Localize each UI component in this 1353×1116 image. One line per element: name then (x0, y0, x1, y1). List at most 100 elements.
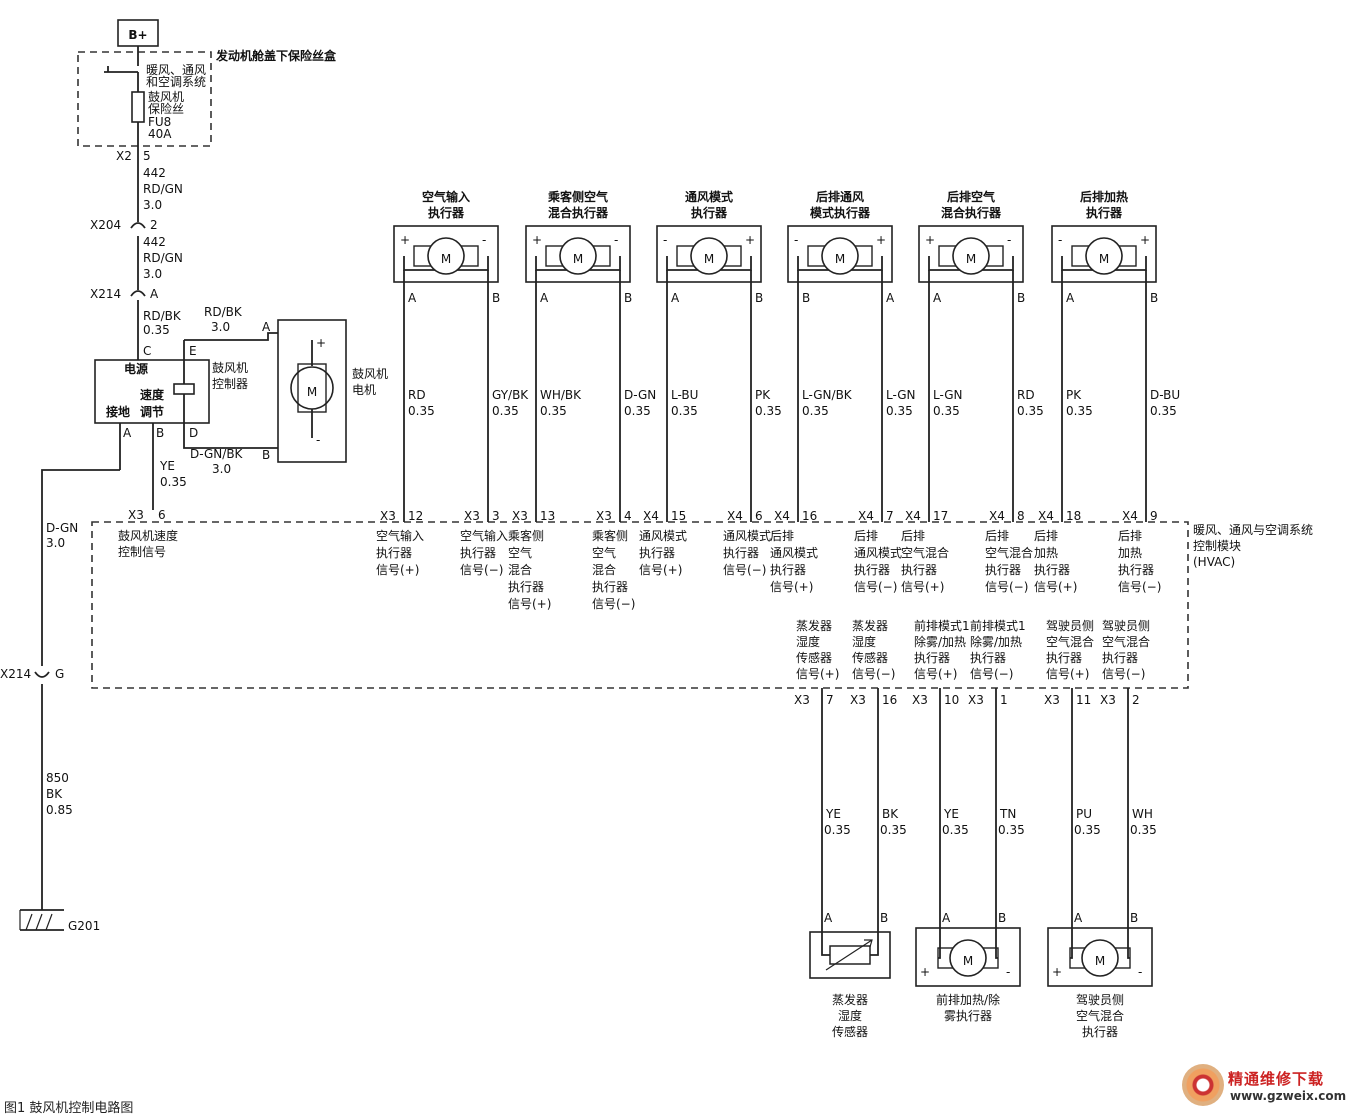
wire-color: PK (1066, 388, 1082, 402)
signal-label: 信号(−) (592, 597, 635, 611)
wire-color: L-BU (671, 388, 698, 402)
blower-motor-plus: + (316, 336, 326, 350)
signal-label: 除雾/加热 (970, 634, 1022, 649)
ground-path: D-GN 3.0 X214 G 850 BK 0.85 G201 (0, 469, 120, 933)
wire-conn: X4 (774, 509, 790, 523)
signal-label: 蒸发器 (852, 618, 888, 633)
wire-color: WH/BK (540, 388, 582, 402)
blower-motor: M + - A B 鼓风机 电机 D-GN/BK 3.0 (190, 319, 388, 476)
signal-label: 信号(+) (376, 563, 419, 577)
feed-wire: X2 5 442 RD/GN 3.0 X204 2 442 RD/GN 3.0 … (90, 146, 243, 360)
wire-pin: 9 (1150, 509, 1158, 523)
wire-size: 0.35 (1017, 404, 1044, 418)
signal-label: 执行器 (985, 563, 1021, 577)
signal-label: 执行器 (1034, 563, 1070, 577)
ground-id: G201 (68, 919, 100, 933)
signal-label: 后排 (854, 529, 878, 543)
wire-pin: 12 (408, 509, 423, 523)
fuse-sys-line1: 暖风、通风 (146, 63, 206, 77)
fuse-box: 发动机舱盖下保险丝盒 暖风、通风 和空调系统 鼓风机 保险丝 FU8 40A (77, 46, 337, 147)
ground-wire-color: D-GN (46, 521, 78, 535)
signal-label: 后排 (901, 529, 925, 543)
ctrl-pin-c: C (143, 344, 151, 358)
signal-label: 信号(−) (723, 563, 766, 577)
wire-conn: X3 (794, 693, 810, 707)
wire-pin: 1 (1000, 693, 1008, 707)
fuse-rating: 40A (148, 127, 172, 141)
actuator-name2: 执行器 (1086, 205, 1123, 220)
speed-sig-size: 0.35 (160, 475, 187, 489)
signal-label: 信号(−) (1102, 667, 1145, 681)
actuator-0-motor-symbol: M (441, 252, 451, 266)
signal-label: 空气输入 (460, 528, 508, 543)
signal-label: 后排 (1118, 529, 1142, 543)
wire-conn: X4 (858, 509, 874, 523)
signal-label: 通风模式 (854, 546, 902, 560)
signal-label: 执行器 (723, 546, 759, 560)
figure-caption: 图1 鼓风机控制电路图 (4, 1101, 134, 1116)
motor-return-color: D-GN/BK (190, 447, 244, 461)
signal-label: 执行器 (1102, 651, 1138, 665)
variable-resistor-icon (825, 939, 873, 971)
ground-conn: X214 (0, 667, 31, 681)
ctrl-pin-b: B (156, 426, 164, 440)
watermark-line1: 精通维修下载 (1228, 1070, 1325, 1088)
wire-color: D-BU (1150, 388, 1180, 402)
blower-controller: 电源 速度 接地 调节 鼓风机 控制器 C E A B D (94, 332, 278, 510)
actuator-name2: 模式执行器 (810, 205, 871, 220)
hvac-name3: (HVAC) (1193, 555, 1235, 569)
motor-feed-size: 3.0 (211, 320, 230, 334)
actuator-right-sign: + (876, 233, 886, 247)
wire-size: 0.35 (1074, 823, 1101, 837)
wire-size: 0.35 (408, 404, 435, 418)
speed-sig-pin: 6 (158, 508, 166, 522)
actuator-left-pin: B (802, 291, 810, 305)
signal-label: 执行器 (639, 546, 675, 560)
hvac-name1: 暖风、通风与空调系统 (1193, 523, 1313, 537)
actuator-name1: 后排通风 (816, 189, 864, 204)
actuator-left-pin: A (540, 291, 549, 305)
wire-conn: X3 (380, 509, 396, 523)
wire-conn: X3 (912, 693, 928, 707)
signal-label: 执行器 (1046, 651, 1082, 665)
actuator-left-sign: - (663, 233, 667, 247)
actuator-right-sign: - (614, 233, 618, 247)
signal-label: 空气混合 (1102, 634, 1150, 649)
device-right-pin: B (880, 911, 888, 925)
actuator-4-motor-icon (952, 237, 990, 275)
wire-pin: 10 (944, 693, 959, 707)
actuator-right-sign: - (1007, 233, 1011, 247)
wire-color: YE (943, 807, 959, 821)
signal-label: 驾驶员侧 (1046, 618, 1094, 633)
actuator-2-motor-icon (690, 237, 728, 275)
wire-pin: 16 (802, 509, 817, 523)
power-source: B+ (117, 19, 159, 47)
wire-size: 0.35 (942, 823, 969, 837)
wire-pin: 7 (886, 509, 894, 523)
wire-conn: X3 (512, 509, 528, 523)
signal-label: 空气 (592, 545, 616, 560)
wire2-color: RD/GN (143, 251, 183, 265)
wire-conn: X3 (596, 509, 612, 523)
wire-color: GY/BK (492, 388, 529, 402)
wire1-num: 442 (143, 166, 166, 180)
wire-conn: X4 (1122, 509, 1138, 523)
actuator-name2: 混合执行器 (941, 205, 1002, 220)
ctrl-pin-a: A (123, 426, 132, 440)
signal-label: 信号(+) (508, 597, 551, 611)
wire-conn: X3 (968, 693, 984, 707)
signal-label: 蒸发器 (796, 618, 832, 633)
hvac-name2: 控制模块 (1193, 539, 1241, 553)
x214-pin: A (150, 287, 159, 301)
bottom-motor-icon (949, 939, 987, 977)
device-left-pin: A (824, 911, 833, 925)
speed-signal-wire: YE 0.35 X3 6 鼓风机速度 控制信号 (118, 459, 187, 559)
wire-pin: 18 (1066, 509, 1081, 523)
wire-pin: 6 (755, 509, 763, 523)
signal-label: 除雾/加热 (914, 634, 966, 649)
wire-color: TN (999, 807, 1016, 821)
actuator-right-pin: B (755, 291, 763, 305)
